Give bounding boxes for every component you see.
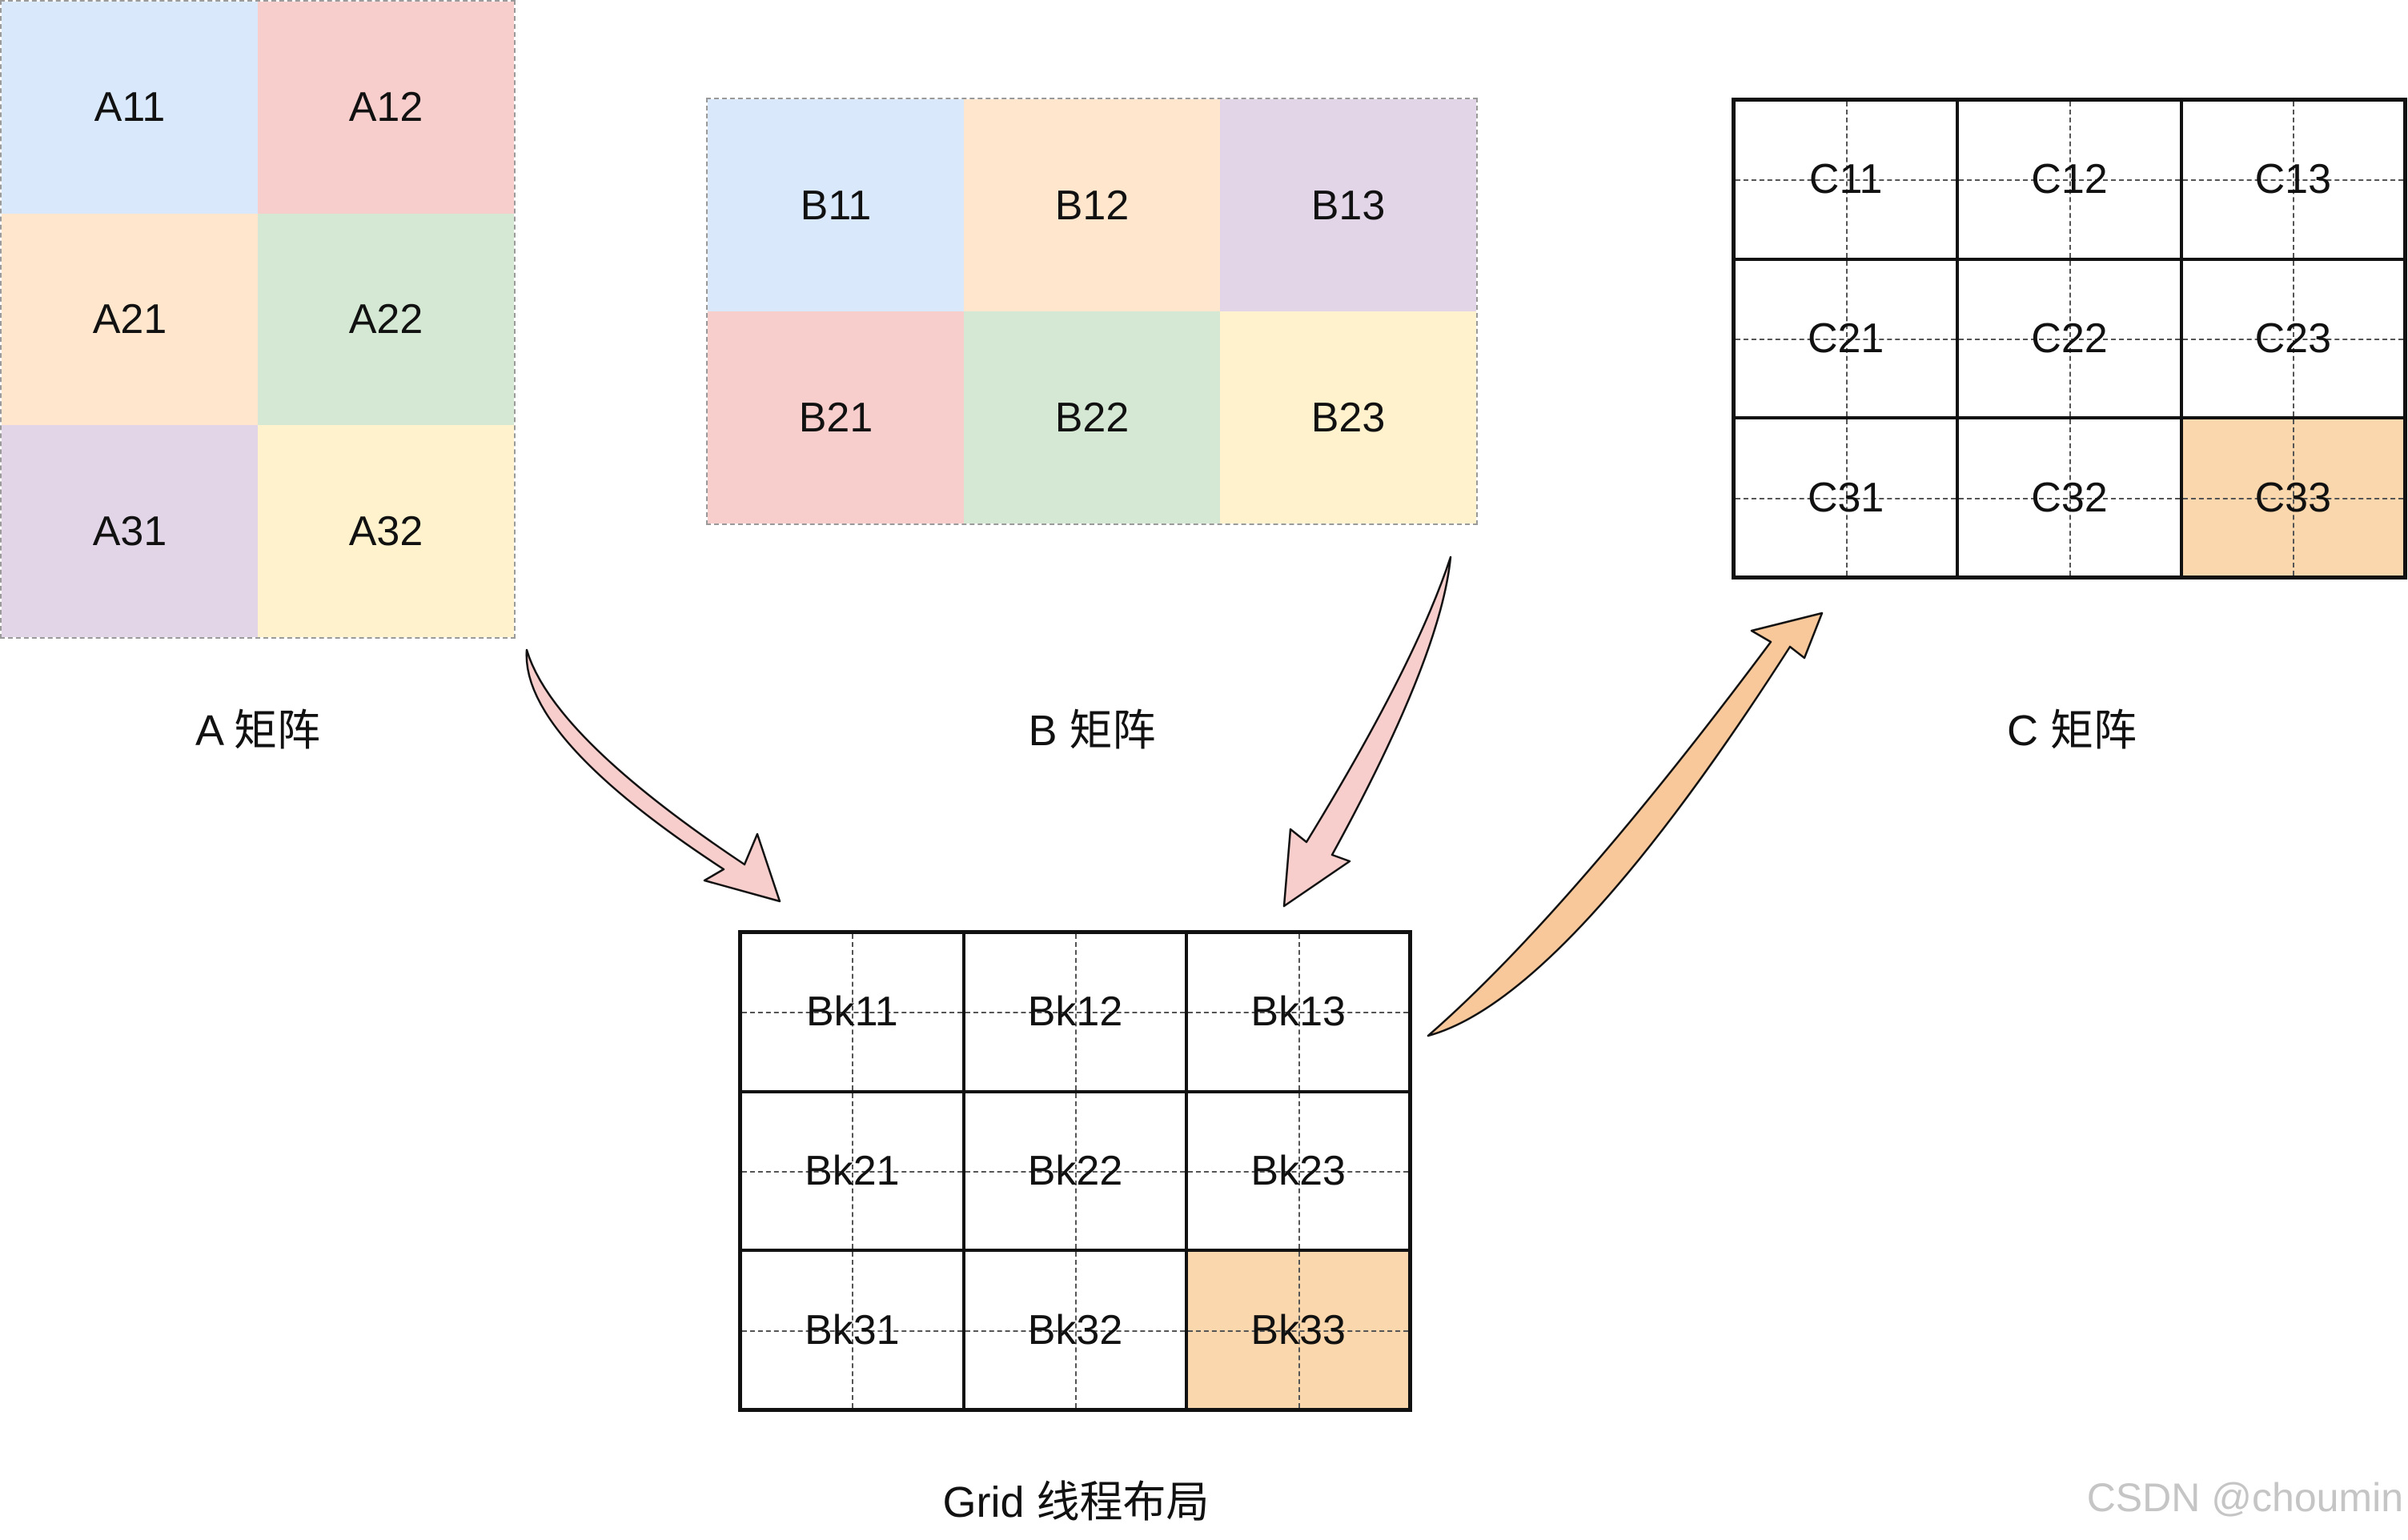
cell-c13: C13	[2181, 100, 2405, 259]
cell-a32: A32	[258, 425, 514, 637]
cell-c21: C21	[1734, 259, 1958, 419]
cell-a11: A11	[2, 2, 258, 214]
cell-a21: A21	[2, 213, 258, 426]
matrix-a: A11 A12 A21 A22 A31 A32	[0, 0, 516, 639]
grid-thread-layout: Bk11 Bk12 Bk13 Bk21 Bk22 Bk23 Bk31 Bk32 …	[738, 930, 1412, 1412]
arrow-a-to-grid	[525, 648, 781, 903]
cell-b13: B13	[1220, 99, 1476, 311]
cell-a12: A12	[258, 2, 514, 214]
matrix-a-label: A 矩阵	[195, 707, 321, 755]
matrix-c: C11 C12 C13 C21 C22 C23 C31 C32 C33	[1732, 98, 2407, 580]
matrix-b: B11 B12 B13 B21 B22 B23	[706, 98, 1478, 525]
arrow-grid-to-c	[1427, 612, 1824, 1037]
cell-bk23: Bk23	[1186, 1091, 1410, 1251]
cell-c31: C31	[1734, 418, 1958, 577]
cell-c23: C23	[2181, 259, 2405, 419]
cell-bk21: Bk21	[740, 1091, 964, 1251]
cell-bk12: Bk12	[963, 932, 1187, 1092]
cell-c11: C11	[1734, 100, 1958, 259]
matrix-b-label: B 矩阵	[1028, 707, 1156, 755]
cell-bk33: Bk33	[1186, 1250, 1410, 1410]
cell-b22: B22	[964, 311, 1220, 523]
cell-c32: C32	[1957, 418, 2181, 577]
cell-bk11: Bk11	[740, 932, 964, 1092]
watermark: CSDN @choumin	[2086, 1475, 2403, 1520]
cell-bk22: Bk22	[963, 1091, 1187, 1251]
cell-a31: A31	[2, 425, 258, 637]
cell-b12: B12	[964, 99, 1220, 311]
cell-bk32: Bk32	[963, 1250, 1187, 1410]
cell-b21: B21	[708, 311, 964, 523]
cell-b11: B11	[708, 99, 964, 311]
cell-a22: A22	[258, 213, 514, 426]
cell-bk13: Bk13	[1186, 932, 1410, 1092]
cell-c22: C22	[1957, 259, 2181, 419]
cell-c12: C12	[1957, 100, 2181, 259]
grid-label: Grid 线程布局	[942, 1478, 1210, 1526]
cell-b23: B23	[1220, 311, 1476, 523]
arrow-b-to-grid	[1282, 555, 1452, 908]
cell-c33: C33	[2181, 418, 2405, 577]
cell-bk31: Bk31	[740, 1250, 964, 1410]
matrix-c-label: C 矩阵	[2007, 707, 2137, 755]
